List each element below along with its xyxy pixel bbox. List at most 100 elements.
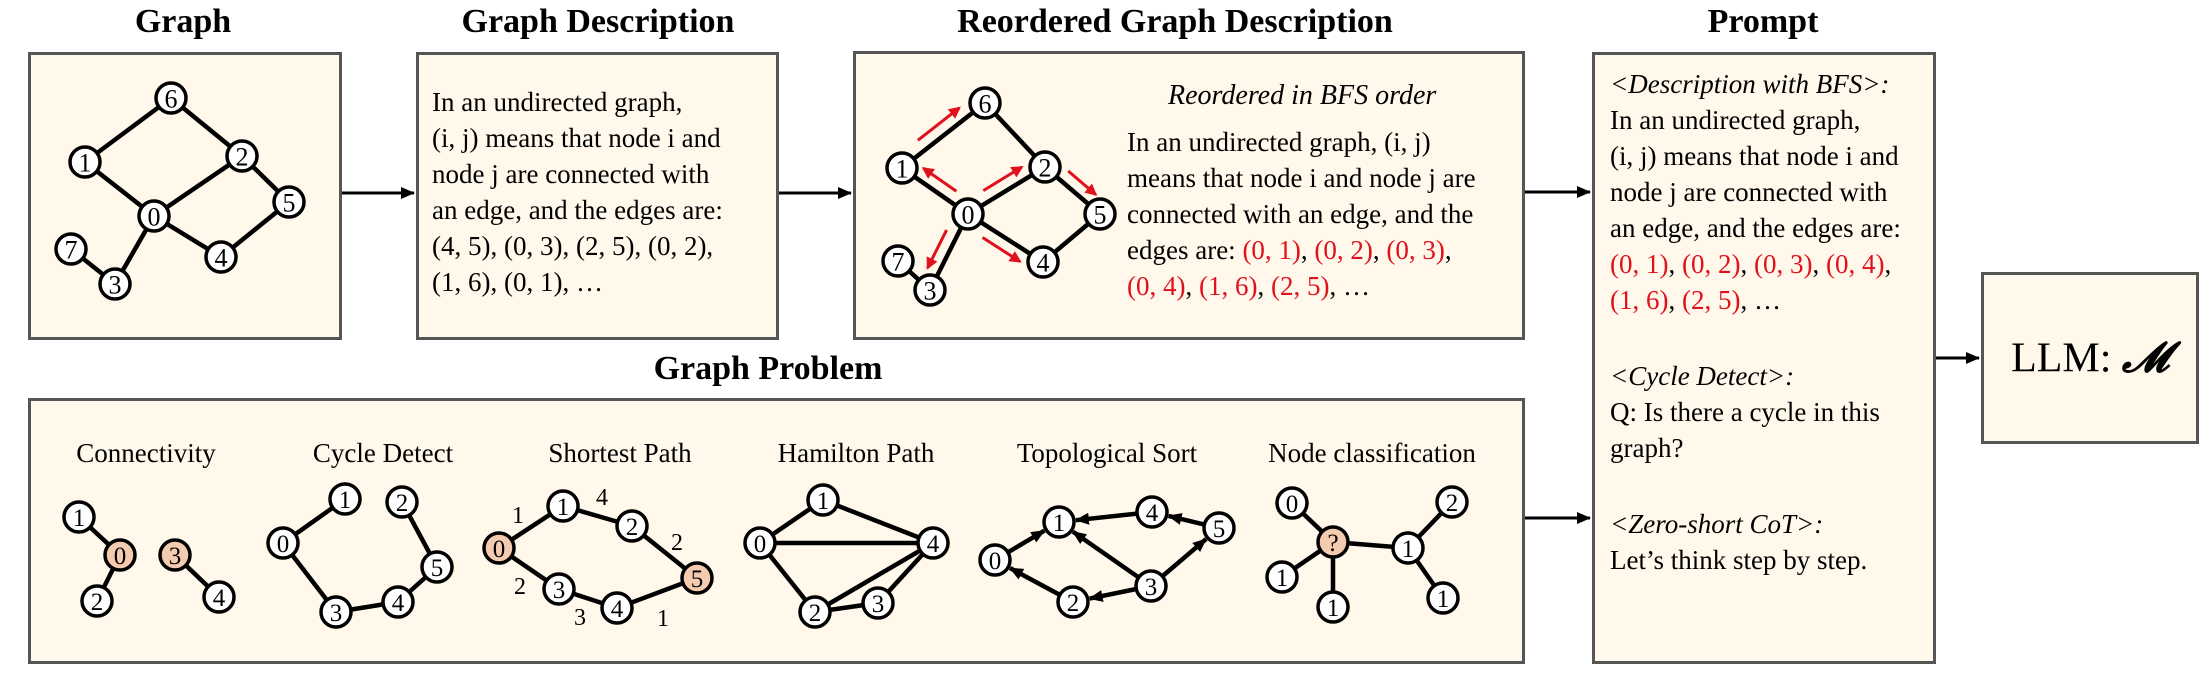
- directed-edge: [1167, 513, 1205, 527]
- graph-node: 0: [951, 197, 985, 231]
- bfs-edge: (1, 6): [1198, 271, 1258, 301]
- graph-description-panel: [416, 52, 779, 340]
- node-label: 0: [493, 536, 506, 563]
- reordered-graph-description-title: Reordered Graph Description: [957, 3, 1393, 40]
- problem-label-topological-sort: Topological Sort: [1016, 438, 1198, 468]
- graph-node: 3: [861, 586, 895, 620]
- node-label: 4: [1146, 500, 1159, 527]
- prompt-section-description-header: <Description with BFS>:: [1610, 69, 1890, 99]
- node-circle: [743, 526, 777, 560]
- graph-node: 5: [1083, 197, 1117, 231]
- node-circle: [204, 240, 238, 274]
- node-label: 0: [989, 548, 1002, 575]
- node-label: 4: [611, 596, 624, 623]
- description-edge-line: (4, 5), (0, 3), (2, 5), (0, 2),: [432, 231, 714, 261]
- node-circle: [916, 526, 950, 560]
- directed-edge: [1074, 511, 1138, 525]
- model-symbol: 𝓜: [2121, 332, 2169, 382]
- node-label: 4: [1037, 248, 1050, 277]
- node-circle: [158, 538, 192, 572]
- graph-node: 2: [225, 139, 259, 173]
- graph-node: 1: [1391, 531, 1425, 565]
- graph-node: 1: [1426, 581, 1460, 615]
- node-circle: [225, 139, 259, 173]
- node-label: 5: [691, 566, 704, 593]
- graph-node: 1: [62, 500, 96, 534]
- graph-node: 2: [385, 485, 419, 519]
- edge-weight: 1: [512, 503, 524, 529]
- separator: ,: [1185, 271, 1199, 301]
- node-label: 1: [557, 494, 570, 521]
- reordered-line: In an undirected graph, (i, j): [1127, 127, 1431, 157]
- graph-edge: [822, 497, 934, 546]
- graph-node: 3: [913, 273, 947, 307]
- bfs-edge: (0, 4): [1825, 249, 1885, 279]
- llm-text: LLM:: [2011, 335, 2122, 382]
- node-label: 2: [1067, 590, 1080, 617]
- node-circle: [1202, 511, 1236, 545]
- graph-node: 0: [743, 526, 777, 560]
- separator: ,: [1740, 249, 1754, 279]
- edge-weight: 3: [574, 605, 586, 631]
- node-label: 3: [924, 276, 937, 305]
- graph-node: 5: [420, 550, 454, 584]
- prompt-edges-line-2: (1, 6), (2, 5), …: [1610, 282, 1901, 318]
- node-label: 1: [817, 488, 830, 515]
- node-label: 6: [165, 84, 178, 113]
- graph-node: 2: [1435, 485, 1469, 519]
- bfs-arrow: [921, 167, 958, 193]
- node-label: 1: [896, 154, 909, 183]
- bfs-edge: (0, 1): [1610, 249, 1669, 279]
- bfs-edge: (0, 3): [1386, 235, 1445, 265]
- node-circle: [861, 586, 895, 620]
- node-circle: [1316, 590, 1350, 624]
- node-label: 5: [1094, 200, 1107, 229]
- node-circle: [1135, 495, 1169, 529]
- graph-node: 1: [68, 145, 102, 179]
- graph-node: 4: [600, 591, 634, 625]
- reordered-edges-line-1: edges are: (0, 1), (0, 2), (0, 3),: [1127, 232, 1476, 268]
- node-circle: [1042, 505, 1076, 539]
- bfs-edge: (2, 5): [1270, 271, 1330, 301]
- graph-description-text: In an undirected graph, (i, j) means tha…: [432, 84, 723, 300]
- node-circle: [103, 538, 137, 572]
- graph-node: 4: [381, 585, 415, 619]
- prompt-line: Let’s think step by step.: [1610, 545, 1868, 575]
- directed-edge: [1008, 566, 1061, 597]
- node-circle: [1056, 585, 1090, 619]
- directed-edge: [1006, 528, 1046, 555]
- graph-node: 0: [103, 538, 137, 572]
- reordered-line: connected with an edge, and the: [1127, 199, 1474, 229]
- node-label: 1: [79, 148, 92, 177]
- graph-node: 1: [806, 483, 840, 517]
- ellipsis: , …: [1740, 285, 1781, 315]
- node-circle: [381, 585, 415, 619]
- prompt-section-task-header: <Cycle Detect>:: [1610, 361, 1795, 391]
- node-circle: [680, 561, 714, 595]
- node-circle: [98, 267, 132, 301]
- graph-node: 1: [1042, 505, 1076, 539]
- node-label: 2: [236, 142, 249, 171]
- node-label: 2: [91, 589, 104, 616]
- graph-node: 0: [1275, 486, 1309, 520]
- graph-node: 7: [54, 232, 88, 266]
- graph-node: 3: [158, 538, 192, 572]
- reordered-description-panel: [853, 51, 1525, 340]
- prompt-panel: [1592, 52, 1936, 664]
- prompt-line: an edge, and the edges are:: [1610, 213, 1901, 243]
- node-circle: [319, 595, 353, 629]
- bfs-edge: (0, 2): [1314, 235, 1373, 265]
- node-circle: [62, 500, 96, 534]
- node-circle: [54, 232, 88, 266]
- graph-node: 0: [266, 526, 300, 560]
- node-circle: [978, 543, 1012, 577]
- graph-node: 3: [319, 595, 353, 629]
- prompt-line: graph?: [1610, 433, 1684, 463]
- node-label: 1: [1437, 586, 1450, 613]
- description-line: an edge, and the edges are:: [432, 195, 723, 225]
- reordered-description-text: In an undirected graph, (i, j) means tha…: [1127, 124, 1476, 304]
- problem-label-cycle-detect: Cycle Detect: [312, 438, 454, 468]
- node-label: 4: [215, 243, 228, 272]
- node-label: 2: [809, 600, 822, 627]
- node-circle: [1028, 150, 1062, 184]
